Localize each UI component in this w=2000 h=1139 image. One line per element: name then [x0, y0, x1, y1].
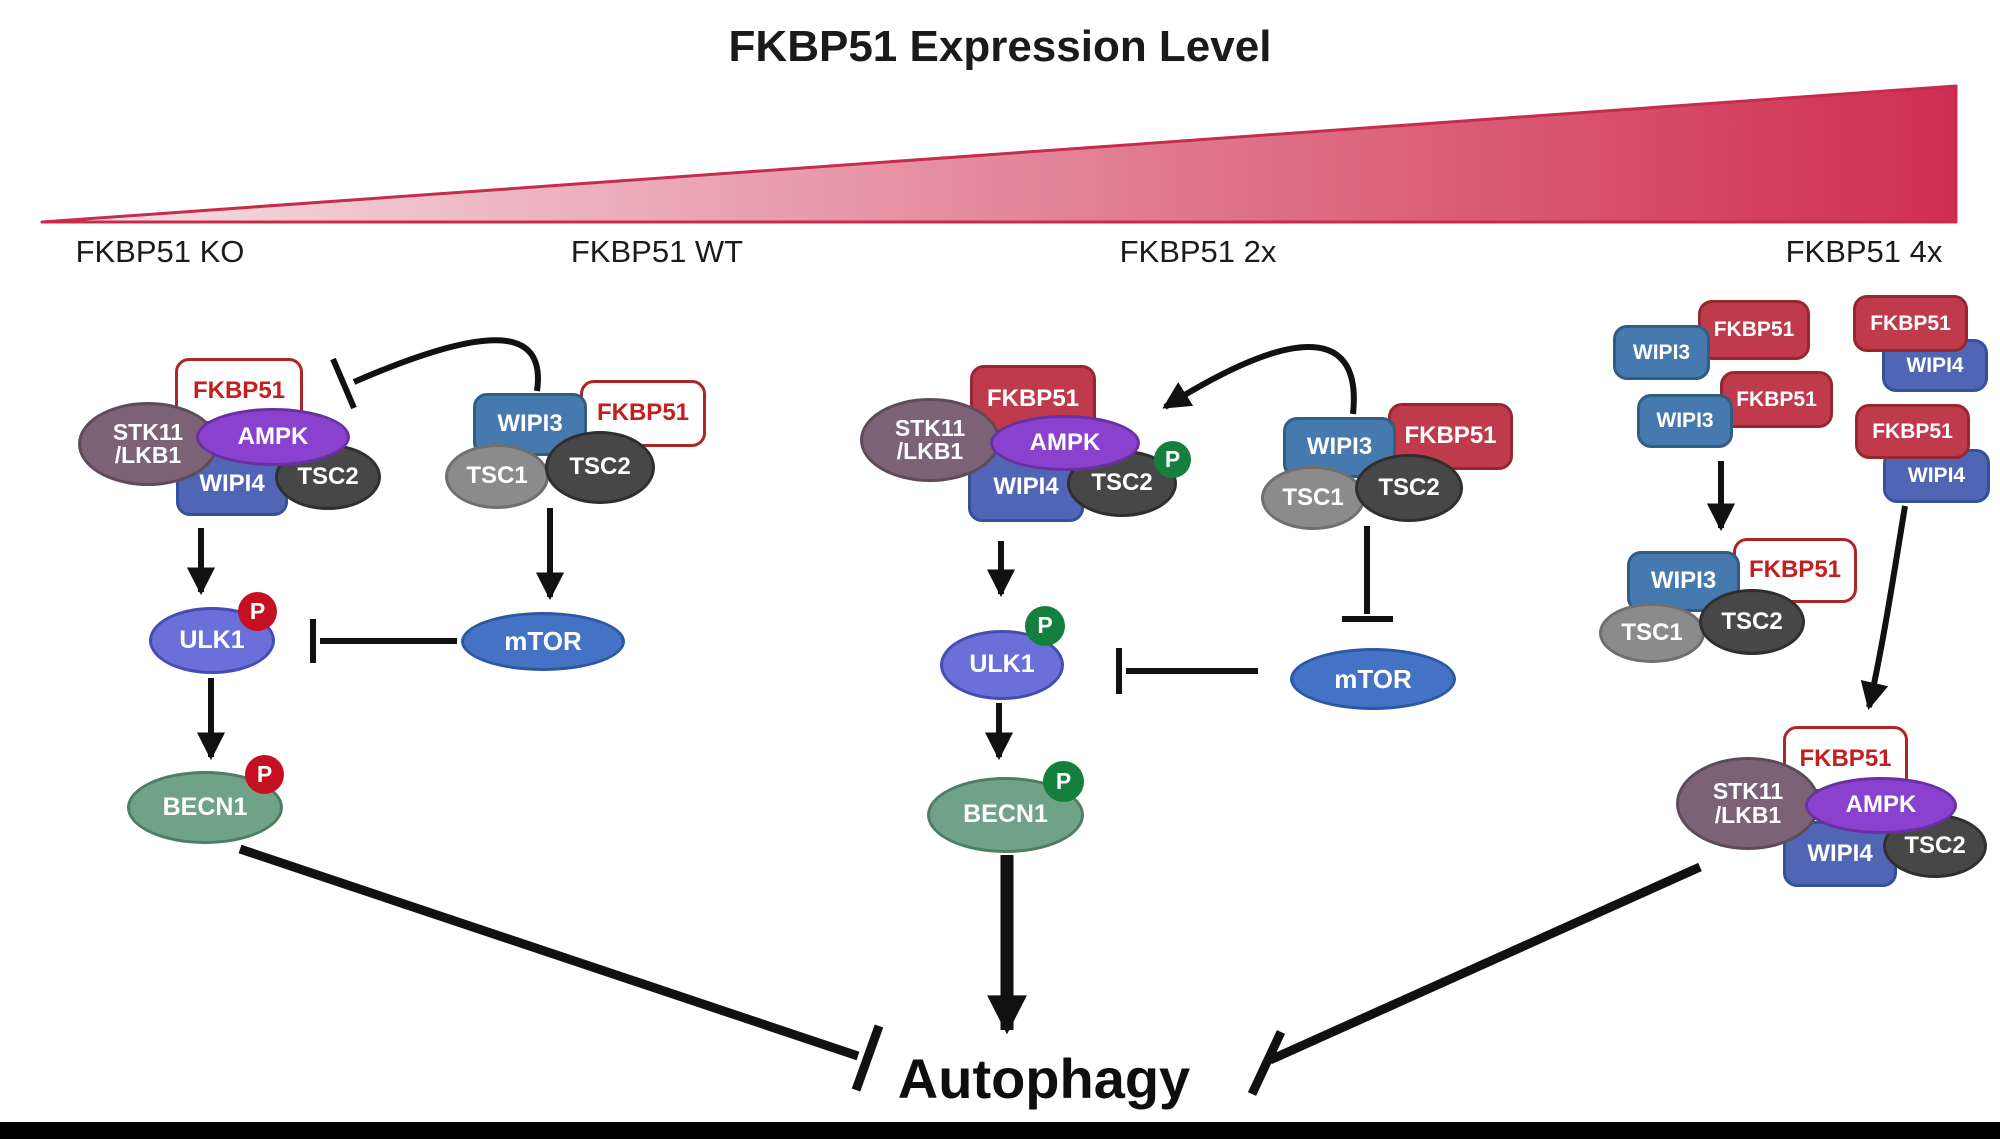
- ko-becn1-phospho-badge: P: [245, 755, 284, 794]
- wt-tsc2-ellipse: TSC2: [545, 431, 655, 504]
- wt-inhibit-fkbp51-tbar: [330, 357, 357, 410]
- column-label-2x: FKBP51 2x: [1119, 234, 1277, 269]
- ko-stk11-lkb1-ellipse: STK11 /LKB1: [78, 402, 218, 486]
- 4x-tsc-wipi3-box: WIPI3: [1627, 551, 1740, 612]
- expression-gradient-triangle: [40, 84, 1958, 224]
- 4x-fkbp51-box-3: FKBP51: [1853, 295, 1968, 352]
- column-label-4x: FKBP51 4x: [1785, 234, 1943, 269]
- 4x-wipi3-box-1: WIPI3: [1613, 325, 1710, 380]
- 2x-right-tsc2-ellipse: TSC2: [1355, 454, 1463, 522]
- 4x-tsc1-ellipse: TSC1: [1599, 603, 1705, 663]
- column-label-wt: FKBP51 WT: [570, 234, 744, 269]
- page-title: FKBP51 Expression Level: [728, 22, 1272, 71]
- 4x-tsc2-ellipse: TSC2: [1699, 589, 1805, 655]
- 4x-inhibit-autophagy-tbar: [1247, 1030, 1286, 1096]
- 2x-becn1-phospho-badge: P: [1043, 761, 1084, 802]
- ko-inhibit-autophagy-tbar: [851, 1024, 884, 1092]
- column-label-ko: FKBP51 KO: [75, 234, 245, 269]
- ko-ulk1-phospho-badge: P: [238, 592, 277, 631]
- 4x-inhibit-autophagy-line: [1268, 862, 1702, 1065]
- 2x-ampk-ellipse: AMPK: [990, 415, 1140, 471]
- 2x-stk11-lkb1-ellipse: STK11 /LKB1: [860, 398, 1000, 482]
- bottom-black-bar: [0, 1122, 2000, 1139]
- 2x-ulk1-phospho-badge: P: [1025, 606, 1065, 646]
- wt-wipi3-inhibit-fkbp51-curve: [352, 337, 541, 392]
- 4x-fkbp51-box-1: FKBP51: [1698, 300, 1810, 360]
- 4x-ampk-ellipse: AMPK: [1805, 777, 1957, 834]
- wt-mtor-ellipse: mTOR: [461, 612, 625, 671]
- wt-tsc1-ellipse: TSC1: [445, 444, 549, 509]
- 4x-stk11-lkb1-ellipse: STK11 /LKB1: [1676, 757, 1820, 850]
- 4x-fkbp51-box-2: FKBP51: [1720, 371, 1833, 428]
- ko-becn1-inhibit-autophagy-line: [238, 844, 860, 1061]
- 2x-right-tsc1-ellipse: TSC1: [1261, 466, 1365, 530]
- 4x-wipi4-to-ampk-complex-arrow: [1860, 505, 1908, 711]
- 2x-mtor-ellipse: mTOR: [1290, 648, 1456, 710]
- 2x-ulk1-ellipse: ULK1: [940, 630, 1064, 700]
- 2x-wipi3-to-ampk-arrow: [1162, 344, 1357, 415]
- 2x-tsc2-phospho-badge: P: [1154, 441, 1191, 478]
- 4x-fkbp51-box-4: FKBP51: [1855, 404, 1970, 459]
- 4x-wipi3-box-2: WIPI3: [1637, 394, 1733, 448]
- autophagy-label: Autophagy: [897, 1047, 1191, 1110]
- ko-ampk-ellipse: AMPK: [196, 408, 350, 466]
